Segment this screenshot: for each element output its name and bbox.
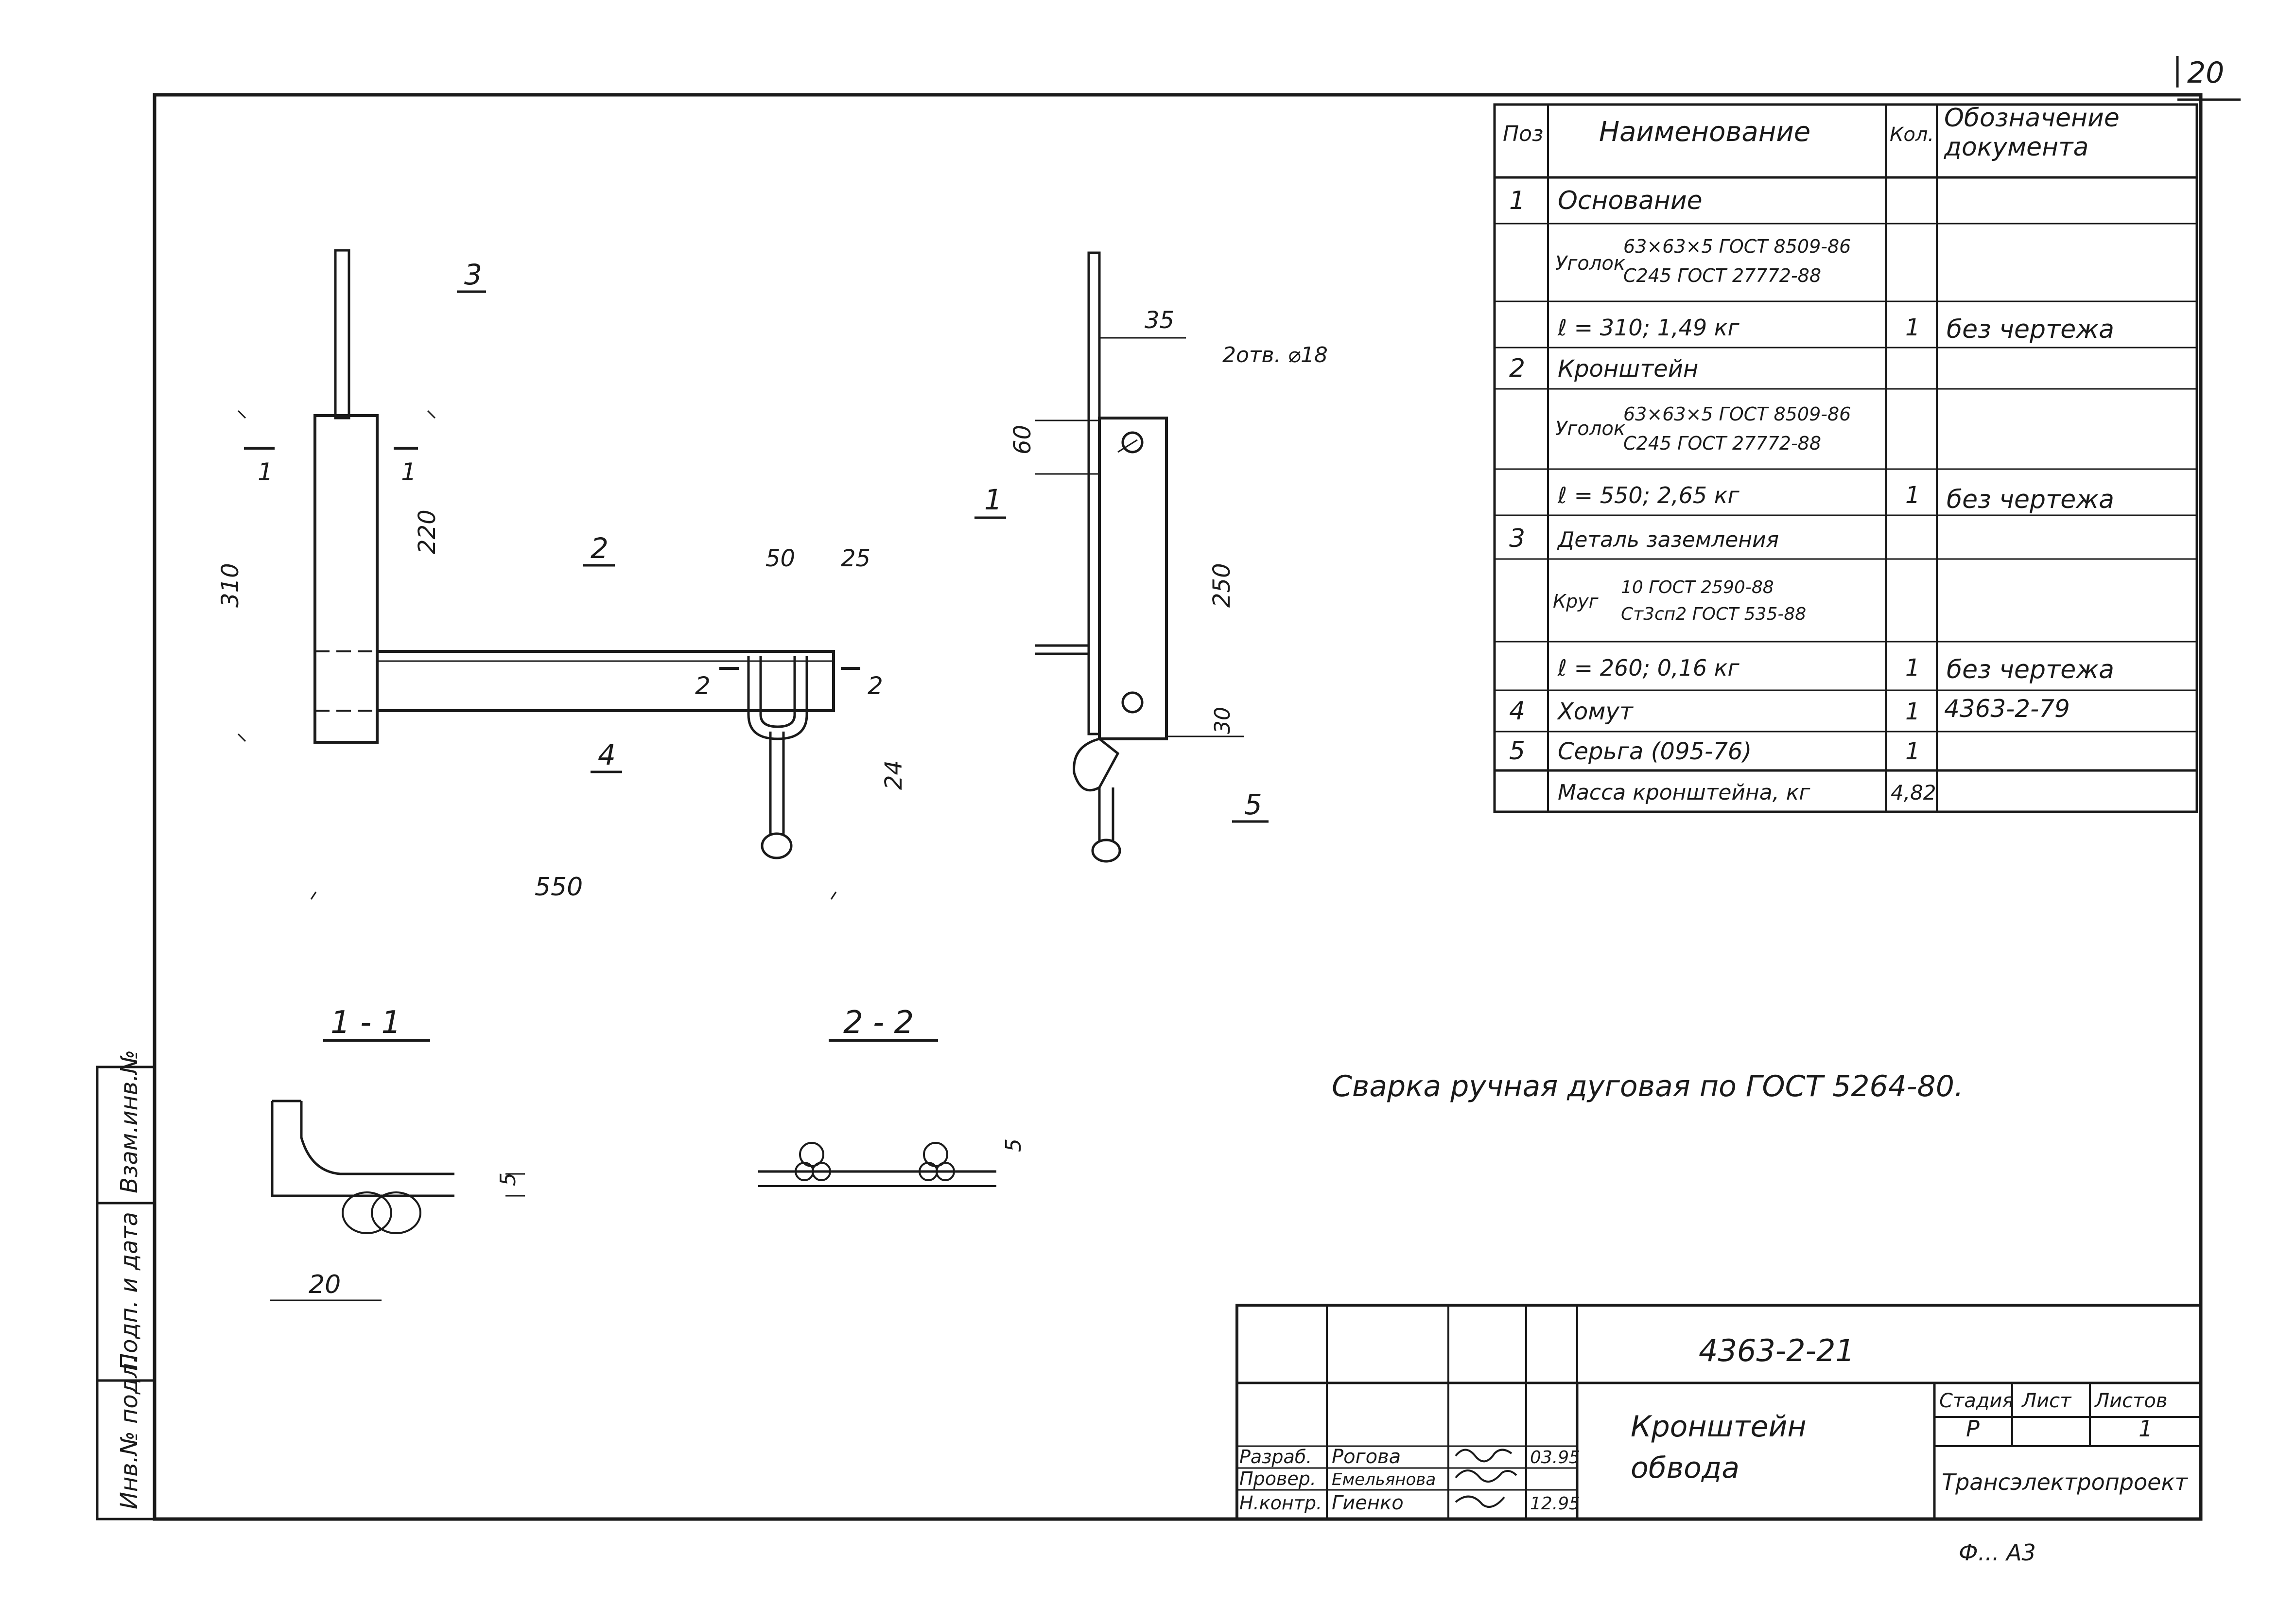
- spec-row-6-pos: 3: [1509, 524, 1525, 553]
- name-2: Гиенко: [1332, 1492, 1404, 1514]
- title-line-2: обвода: [1631, 1451, 1739, 1485]
- label-pos4: 4: [598, 738, 616, 771]
- dim-220: 220: [414, 509, 441, 554]
- dim-5b: 5: [1001, 1138, 1026, 1152]
- dim-5a: 5: [496, 1172, 521, 1186]
- spec-row-11-qty: 4,82: [1891, 781, 1936, 804]
- sheet-header: Лист: [2021, 1390, 2072, 1412]
- label-cut1-left: 1: [258, 458, 273, 486]
- sheet-number: 20: [2187, 56, 2224, 90]
- sheet-frame: [96, 56, 2241, 1521]
- doc-code: 4363-2-21: [1699, 1333, 1855, 1368]
- label-cut1-right: 1: [401, 458, 417, 486]
- stage-value: Р: [1966, 1416, 1980, 1442]
- spec-row-9-doc: 4363-2-79: [1944, 695, 2070, 723]
- spec-header-name: Наименование: [1599, 116, 1810, 148]
- spec-row-4-spec1: 63×63×5 ГОСТ 8509-86: [1623, 403, 1851, 425]
- label-pos3-front: 3: [464, 258, 482, 291]
- dim-30: 30: [1210, 707, 1235, 734]
- sheets-header: Листов: [2094, 1390, 2167, 1412]
- sheets-value: 1: [2139, 1416, 2153, 1442]
- spec-row-0-pos: 1: [1509, 186, 1525, 215]
- spec-header-doc-2: документа: [1944, 133, 2088, 162]
- label-cut2-left: 2: [695, 672, 711, 700]
- holes-note: 2отв. ⌀18: [1222, 343, 1328, 367]
- podp-data-label: Подп. и дата: [116, 1212, 143, 1371]
- label-pos2: 2: [591, 532, 609, 565]
- spec-header-pos: Поз: [1503, 122, 1543, 146]
- spec-table-grid: [1493, 103, 2198, 813]
- spec-row-10-name: Серьга (095-76): [1558, 738, 1752, 765]
- front-view: [237, 249, 860, 900]
- spec-header-qty: Кол.: [1890, 123, 1934, 146]
- spec-row-8-qty: 1: [1905, 654, 1920, 682]
- spec-header-doc-1: Обозначение: [1944, 104, 2120, 133]
- spec-row-6-name: Деталь заземления: [1557, 527, 1779, 552]
- spec-row-7-prefix: Круг: [1553, 591, 1599, 612]
- spec-row-5-qty: 1: [1905, 482, 1920, 509]
- section-1-1: [270, 1100, 525, 1301]
- section-2-2: [758, 1142, 996, 1187]
- dim-25: 25: [841, 545, 870, 572]
- section-2-2-title: 2 - 2: [843, 1005, 914, 1041]
- spec-row-9-qty: 1: [1905, 698, 1920, 725]
- spec-row-5-doc: без чертежа: [1947, 485, 2114, 514]
- dim-50: 50: [765, 545, 795, 572]
- organization: Трансэлектропроект: [1942, 1469, 2188, 1495]
- dim-24: 24: [880, 760, 907, 790]
- name-1: Емельянова: [1332, 1470, 1436, 1489]
- label-cut2-right: 2: [868, 672, 883, 700]
- date-2: 12.95: [1530, 1494, 1580, 1514]
- spec-row-7-spec2: Ст3сп2 ГОСТ 535-88: [1621, 604, 1806, 624]
- label-pos1-side: 1: [984, 483, 1002, 516]
- spec-row-9-pos: 4: [1509, 697, 1525, 726]
- spec-row-2-name: ℓ = 310; 1,49 кг: [1557, 315, 1740, 341]
- title-block-grid: [1235, 1304, 2202, 1521]
- spec-row-8-name: ℓ = 260; 0,16 кг: [1557, 655, 1740, 681]
- spec-row-2-doc: без чертежа: [1947, 315, 2114, 344]
- spec-row-9-name: Хомут: [1556, 698, 1634, 725]
- welding-note: Сварка ручная дуговая по ГОСТ 5264-80.: [1332, 1069, 1964, 1103]
- section-1-1-title: 1 - 1: [330, 1005, 401, 1041]
- role-2: Н.контр.: [1239, 1492, 1322, 1514]
- spec-row-4-spec2: С245 ГОСТ 27772-88: [1623, 433, 1821, 454]
- spec-row-1-prefix: Уголок: [1555, 252, 1625, 275]
- label-pos5: 5: [1244, 788, 1262, 821]
- stage-header: Стадия: [1939, 1390, 2014, 1412]
- title-line-1: Кронштейн: [1631, 1410, 1807, 1444]
- name-0: Рогова: [1332, 1446, 1401, 1468]
- spec-row-11-name: Масса кронштейна, кг: [1558, 780, 1810, 805]
- spec-row-0-name: Основание: [1558, 186, 1703, 215]
- spec-row-4-prefix: Уголок: [1555, 418, 1625, 440]
- spec-row-7-spec1: 10 ГОСТ 2590-88: [1621, 577, 1774, 597]
- spec-row-5-name: ℓ = 550; 2,65 кг: [1557, 482, 1740, 508]
- spec-row-2-qty: 1: [1905, 314, 1920, 341]
- dim-250: 250: [1208, 563, 1235, 608]
- dim-20: 20: [309, 1270, 341, 1299]
- dim-550: 550: [535, 873, 583, 902]
- spec-row-1-spec1: 63×63×5 ГОСТ 8509-86: [1623, 236, 1851, 257]
- role-1: Провер.: [1239, 1468, 1316, 1489]
- dim-35: 35: [1145, 307, 1174, 334]
- spec-row-3-name: Кронштейн: [1558, 355, 1698, 383]
- dim-310: 310: [217, 563, 244, 608]
- spec-row-3-pos: 2: [1509, 354, 1525, 383]
- side-view: [1035, 251, 1244, 863]
- spec-row-10-pos: 5: [1509, 736, 1525, 766]
- spec-row-10-qty: 1: [1905, 738, 1920, 765]
- inv-podl-label: Инв.№ подл.: [116, 1356, 143, 1509]
- dim-60: 60: [1009, 425, 1036, 454]
- vzam-inv-label: Взам.инв.№: [116, 1050, 143, 1193]
- format-mark: Ф... А3: [1959, 1539, 2036, 1566]
- role-0: Разраб.: [1239, 1446, 1312, 1468]
- date-0: 03.95: [1530, 1448, 1580, 1468]
- spec-row-1-spec2: С245 ГОСТ 27772-88: [1623, 265, 1821, 286]
- spec-row-8-doc: без чертежа: [1947, 655, 2114, 684]
